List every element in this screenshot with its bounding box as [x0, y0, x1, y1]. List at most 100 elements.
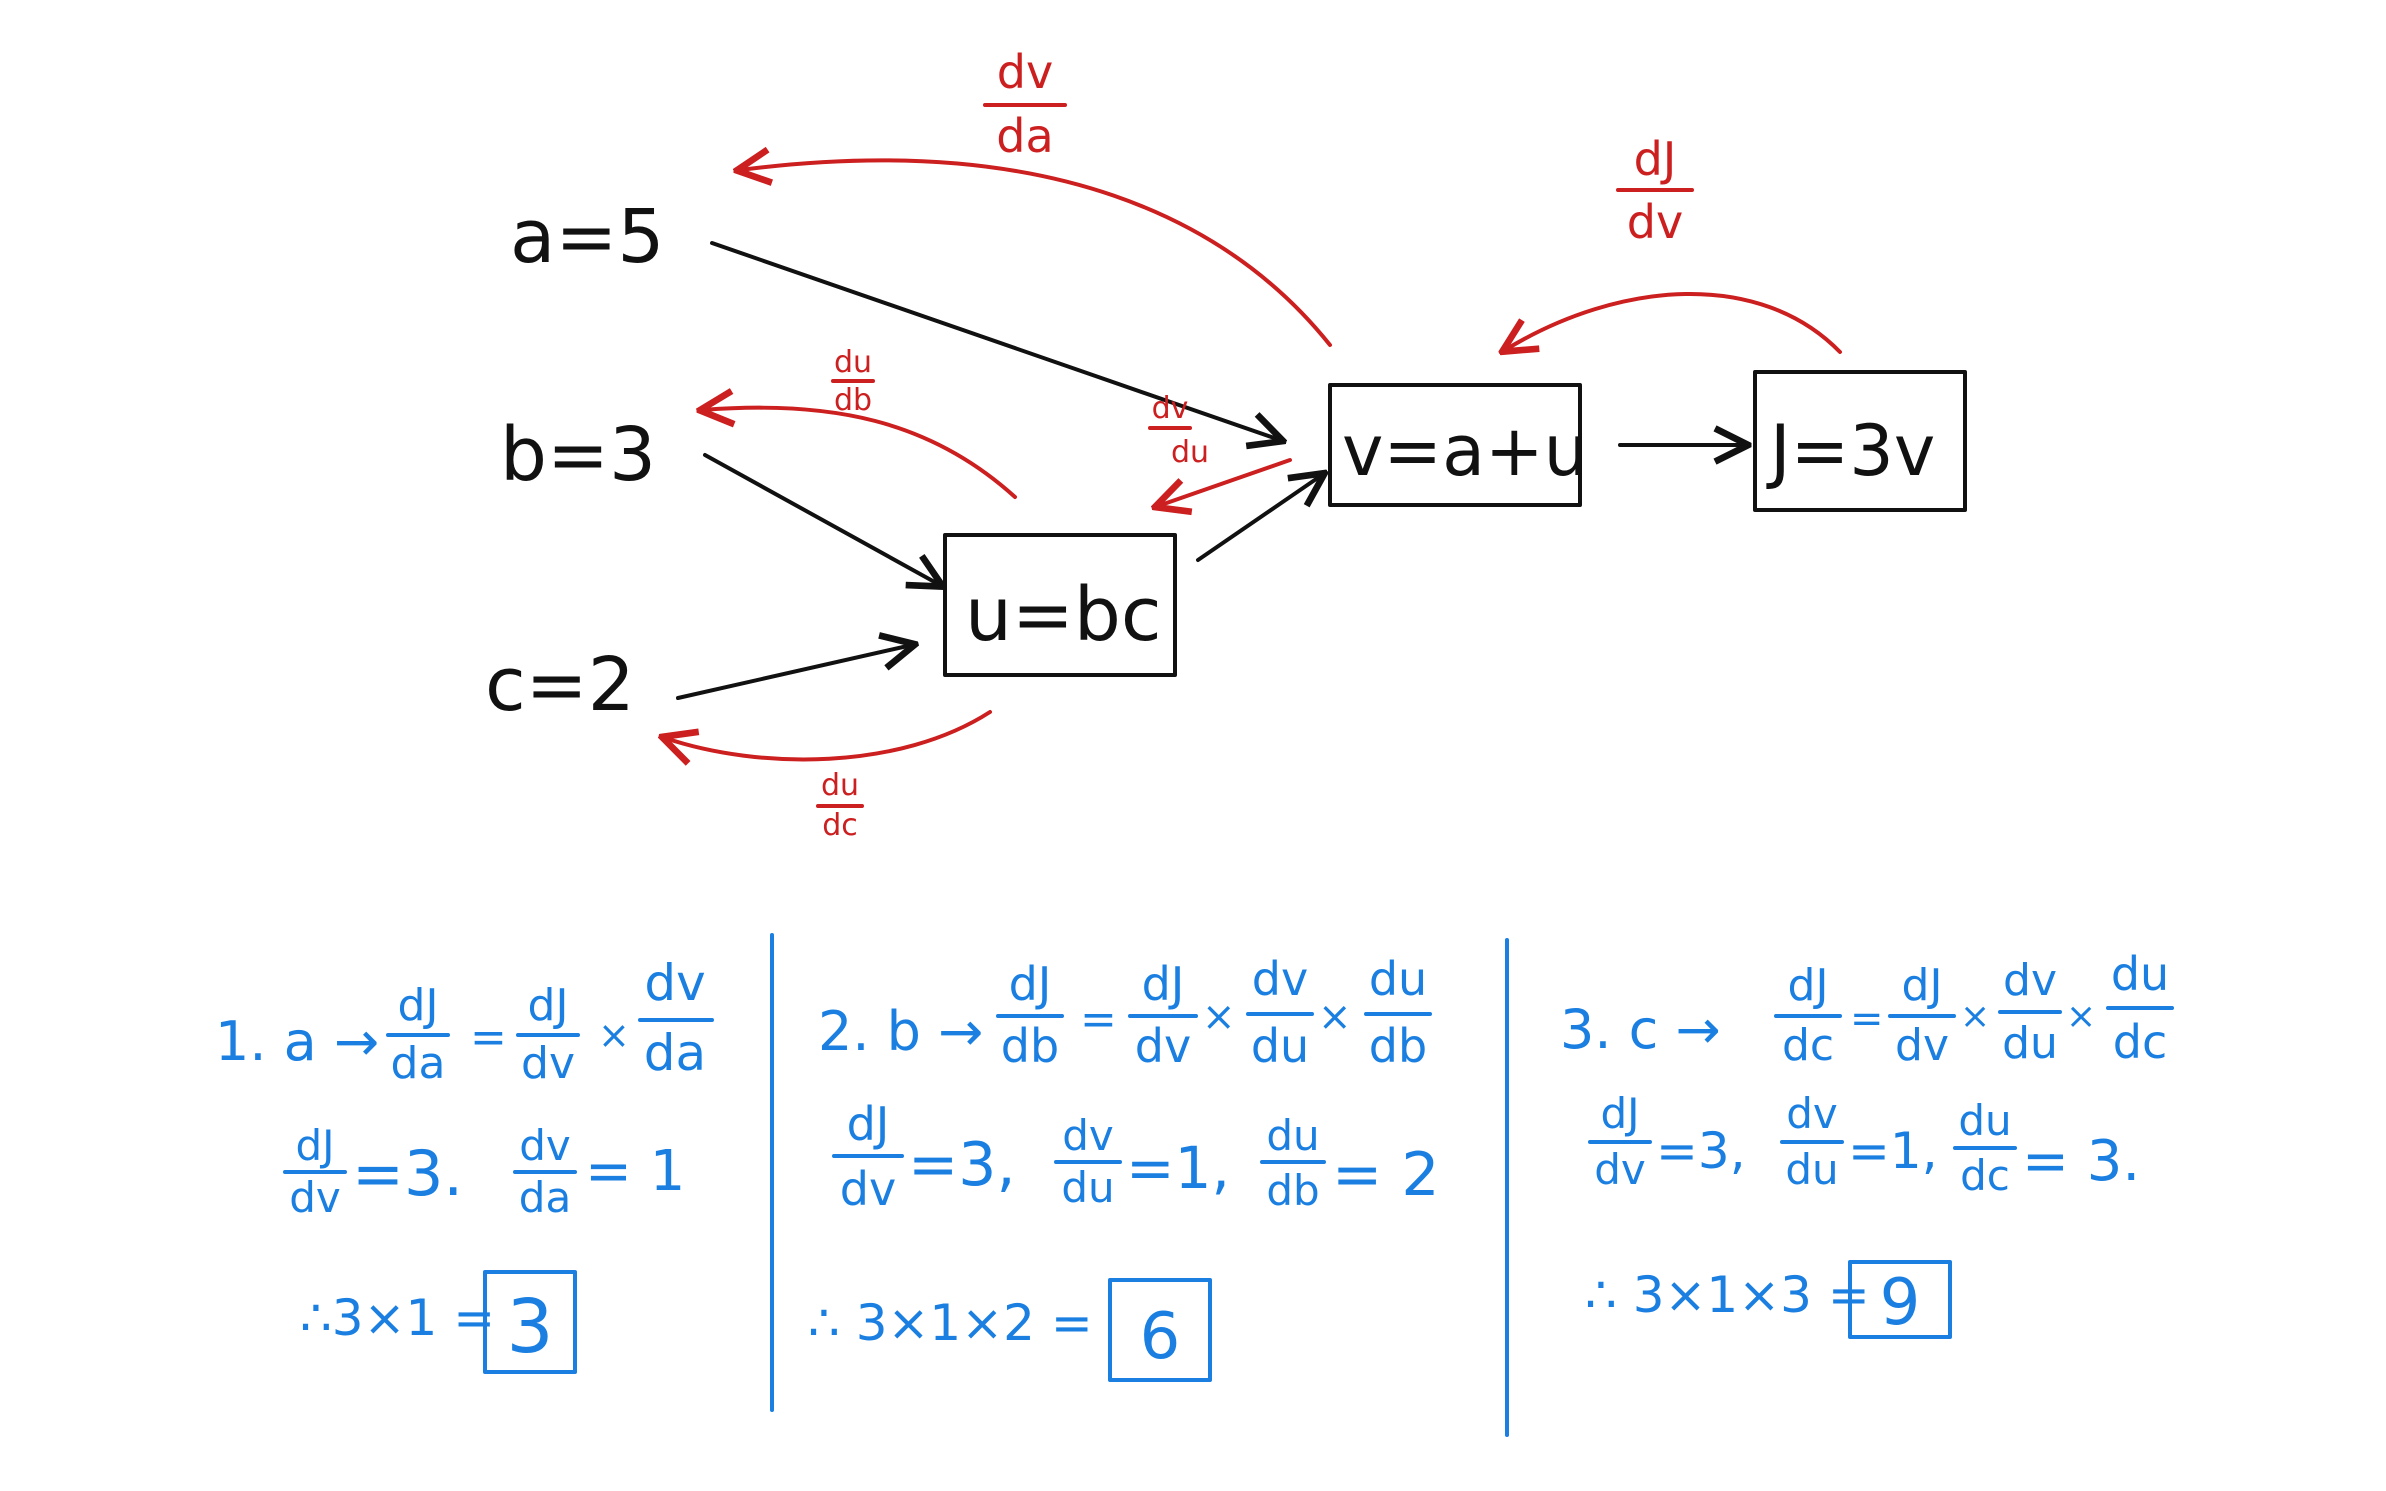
svg-text:= 2: = 2: [1332, 1140, 1440, 1210]
step-2-lhs-fraction: dJ db: [996, 957, 1064, 1073]
step-1-answer: 3: [506, 1284, 553, 1370]
step-2-value-3: du db = 2: [1260, 1111, 1440, 1215]
svg-text:da: da: [391, 1038, 446, 1089]
svg-text:dv: dv: [1152, 391, 1189, 426]
svg-text:dJ: dJ: [1142, 957, 1185, 1011]
solution-steps: 1. a → dJ da = dJ dv × dv da dJ dv: [215, 933, 2174, 1437]
node-J-box: [1753, 370, 1967, 512]
svg-text:dv: dv: [644, 954, 705, 1012]
step-1-prefix: 1. a →: [215, 1010, 379, 1073]
svg-text:du: du: [834, 345, 872, 380]
node-J-label: J=3v: [1766, 410, 1935, 492]
backprop-arrow-dJ-dv: [1505, 292, 1842, 352]
step-1-answer-box: [483, 1270, 577, 1374]
step-1-factor-1: dJ dv: [516, 980, 580, 1089]
fraction-dv-du: dv du: [1148, 391, 1209, 470]
svg-text:dJ: dJ: [295, 1121, 334, 1170]
node-c-label: c=2: [485, 642, 635, 728]
svg-text:= 1: = 1: [585, 1139, 685, 1204]
svg-text:dv: dv: [1627, 195, 1683, 249]
svg-text:dv: dv: [840, 1162, 896, 1216]
backprop-arrow-du-db: [703, 408, 1017, 499]
step-2-factor-1: dJ dv: [1128, 957, 1198, 1073]
svg-text:dJ: dJ: [1634, 132, 1677, 186]
svg-text:dJ: dJ: [1009, 957, 1052, 1011]
svg-text:=3,: =3,: [908, 1130, 1016, 1200]
svg-text:dc: dc: [1960, 1151, 2010, 1200]
edge-a-to-v: [710, 241, 1280, 440]
svg-text:=3.: =3.: [352, 1137, 463, 1210]
svg-text:dv: dv: [1895, 1020, 1949, 1071]
step-1-value-1: dJ dv =3.: [283, 1121, 463, 1222]
svg-text:×: ×: [1318, 994, 1352, 1040]
edge-c-to-u: [676, 645, 912, 700]
step-1-result-expression: ∴3×1 =: [300, 1289, 495, 1347]
step-3-lhs-fraction: dJ dc: [1774, 960, 1842, 1071]
svg-text:du: du: [1958, 1096, 2011, 1145]
step-3-factor-3: du dc: [2106, 947, 2174, 1069]
step-2: 2. b → dJ db = dJ dv × dv du × du: [808, 952, 1440, 1382]
backward-graph: dv da dJ dv du db dv du du: [665, 45, 1842, 843]
svg-text:×: ×: [1202, 994, 1236, 1040]
svg-text:dv: dv: [1594, 1145, 1646, 1194]
svg-text:×: ×: [598, 1013, 630, 1057]
step-2-value-2: dv du =1,: [1054, 1111, 1230, 1212]
svg-text:dv: dv: [997, 45, 1053, 99]
svg-text:=1,: =1,: [1126, 1134, 1230, 1202]
svg-text:=1,: =1,: [1848, 1122, 1938, 1180]
step-3-answer-box: [1848, 1260, 1952, 1339]
backprop-arrow-dv-da: [740, 160, 1332, 347]
svg-text:du: du: [1171, 435, 1209, 470]
svg-text:dv: dv: [289, 1173, 341, 1222]
step-3-factor-2: dv du: [1998, 955, 2062, 1069]
backprop-arrow-dv-du: [1158, 458, 1292, 506]
svg-text:dv: dv: [2003, 955, 2057, 1006]
svg-text:du: du: [2111, 947, 2169, 1001]
svg-text:du: du: [1061, 1163, 1114, 1212]
svg-text:×: ×: [2066, 996, 2096, 1037]
svg-text:db: db: [1369, 1019, 1427, 1073]
step-2-result-expression: ∴ 3×1×2 =: [808, 1294, 1093, 1352]
step-1-factor-2: dv da: [638, 954, 714, 1082]
svg-text:da: da: [996, 109, 1053, 163]
svg-text:dv: dv: [519, 1121, 571, 1170]
step-3-prefix: 3. c →: [1560, 998, 1721, 1061]
step-3-value-1: dJ dv =3,: [1588, 1089, 1746, 1194]
step-3: 3. c → dJ dc = dJ dv × dv du × du: [1560, 947, 2174, 1340]
step-2-answer: 6: [1140, 1300, 1181, 1374]
svg-text:×: ×: [1960, 996, 1990, 1037]
edge-u-to-v: [1196, 475, 1322, 562]
svg-text:dJ: dJ: [1788, 960, 1829, 1011]
fraction-du-db: du db: [831, 345, 875, 418]
node-v-label: v=a+u: [1342, 410, 1588, 492]
fraction-dJ-dv: dJ dv: [1616, 132, 1694, 249]
step-3-result-expression: ∴ 3×1×3 =: [1585, 1266, 1870, 1324]
svg-text:db: db: [834, 383, 872, 418]
svg-text:db: db: [1266, 1166, 1319, 1215]
svg-text:=: =: [1850, 996, 1884, 1042]
svg-text:du: du: [1251, 1019, 1309, 1073]
fraction-du-dc: du dc: [816, 768, 864, 843]
step-3-value-3: du dc = 3.: [1953, 1096, 2140, 1200]
svg-text:=: =: [1080, 994, 1117, 1045]
svg-text:=: =: [470, 1012, 507, 1063]
svg-text:=3,: =3,: [1656, 1122, 1746, 1180]
step-2-factor-3: du db: [1364, 952, 1432, 1073]
step-1: 1. a → dJ da = dJ dv × dv da dJ dv: [215, 954, 714, 1374]
svg-text:da: da: [644, 1024, 706, 1082]
svg-text:dJ: dJ: [1902, 960, 1943, 1011]
node-u-box: [943, 533, 1177, 677]
step-3-value-2: dv du =1,: [1780, 1089, 1938, 1194]
forward-graph: a=5 b=3 c=2 u=bc v=a+u J=3v: [485, 194, 1967, 728]
svg-text:du: du: [1785, 1145, 1838, 1194]
svg-text:dv: dv: [1062, 1111, 1114, 1160]
svg-text:dv: dv: [1786, 1089, 1838, 1138]
fraction-dv-da: dv da: [983, 45, 1067, 163]
svg-text:db: db: [1001, 1019, 1059, 1073]
step-2-factor-2: dv du: [1246, 952, 1314, 1073]
svg-text:dJ: dJ: [847, 1097, 890, 1151]
step-2-answer-box: [1108, 1278, 1212, 1382]
svg-text:dv: dv: [1252, 952, 1308, 1006]
svg-text:dJ: dJ: [528, 980, 569, 1031]
